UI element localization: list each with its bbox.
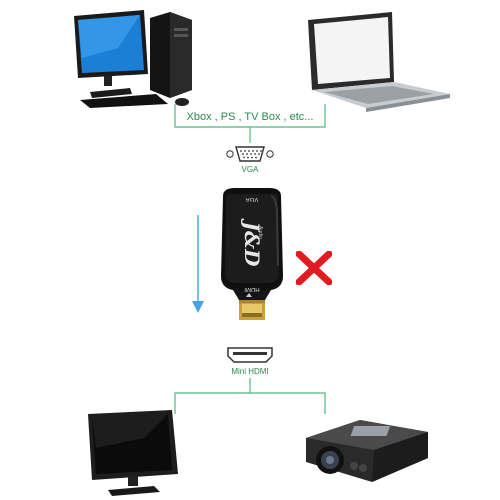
- desktop-computer-image: [74, 10, 192, 108]
- adapter-audio-text: Audio: [257, 226, 263, 239]
- vga-to-hdmi-adapter-image: [221, 188, 283, 320]
- vga-label: VGA: [241, 165, 259, 174]
- mini-hdmi-port-icon: [227, 347, 273, 363]
- adapter-hdmi-text: HDMI: [244, 286, 260, 292]
- down-arrow-icon: [192, 215, 204, 313]
- adapter-vga-text: VGA: [245, 196, 259, 202]
- adapter-brand-logo: J&D: [240, 221, 264, 267]
- device-list-label: Xbox , PS , TV Box , etc...: [180, 111, 320, 123]
- monitor-image: [88, 410, 178, 496]
- red-cross-icon: [296, 251, 332, 285]
- vga-port-icon: [226, 146, 274, 162]
- top-connector-lines: [174, 104, 326, 143]
- adapter-arrow-icon: [246, 293, 252, 297]
- bottom-connector-lines: [174, 378, 326, 414]
- projector-image: [306, 420, 428, 482]
- mini-hdmi-label: Mini HDMI: [231, 367, 269, 376]
- laptop-image: [308, 12, 450, 112]
